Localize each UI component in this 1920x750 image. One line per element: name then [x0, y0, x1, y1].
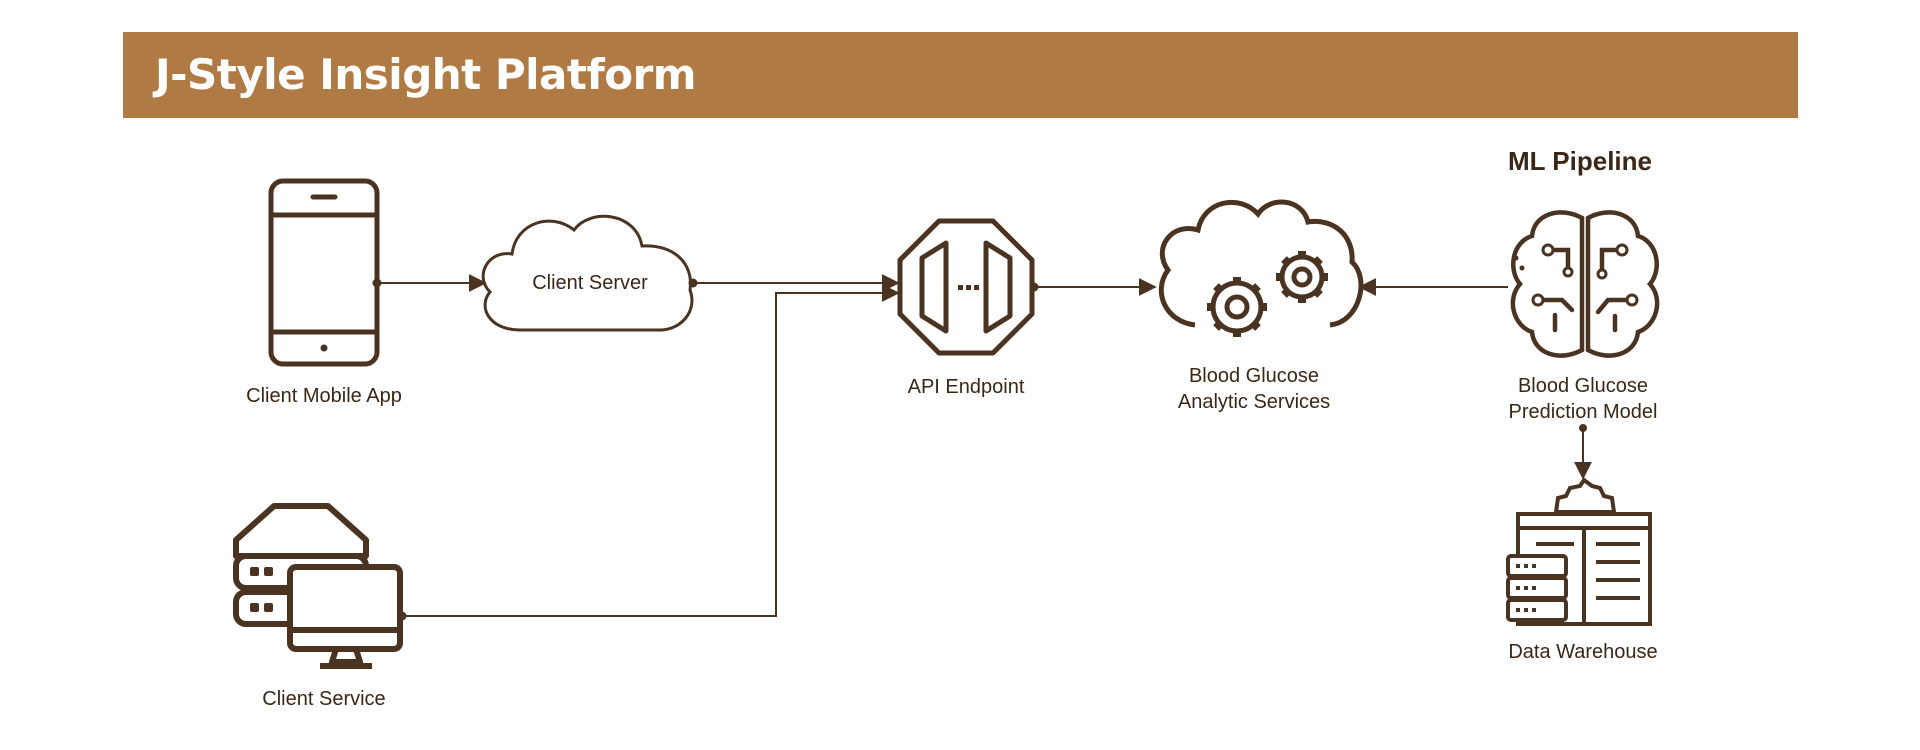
api-endpoint-icon [897, 218, 1035, 356]
client-server-label: Client Server [532, 272, 648, 294]
prediction-model-label: Blood Glucose Prediction Model [1483, 373, 1683, 425]
analytic-services-label: Blood Glucose Analytic Services [1154, 363, 1354, 415]
cloud-gears-icon [1158, 199, 1364, 334]
server-monitor-icon [233, 503, 403, 669]
data-warehouse-label: Data Warehouse [1508, 641, 1658, 663]
analytic-services-line2: Analytic Services [1177, 391, 1331, 413]
ml-pipeline-title: ML Pipeline [1508, 146, 1652, 176]
prediction-model-line2: Prediction Model [1508, 401, 1658, 423]
api-endpoint-label: API Endpoint [907, 376, 1025, 398]
brain-icon [1510, 210, 1660, 358]
analytic-services-line1: Blood Glucose [1188, 365, 1320, 387]
prediction-model-line1: Blood Glucose [1517, 375, 1649, 397]
client-service-label: Client Service [262, 688, 386, 710]
cloud-icon [481, 214, 694, 332]
data-warehouse-icon [1506, 477, 1652, 626]
phone-icon [268, 178, 380, 367]
page-title: J-Style Insight Platform [155, 50, 697, 99]
client-mobile-app-label: Client Mobile App [246, 385, 402, 407]
header-banner: J-Style Insight Platform [123, 32, 1798, 118]
connector-service-to-api [402, 284, 900, 617]
